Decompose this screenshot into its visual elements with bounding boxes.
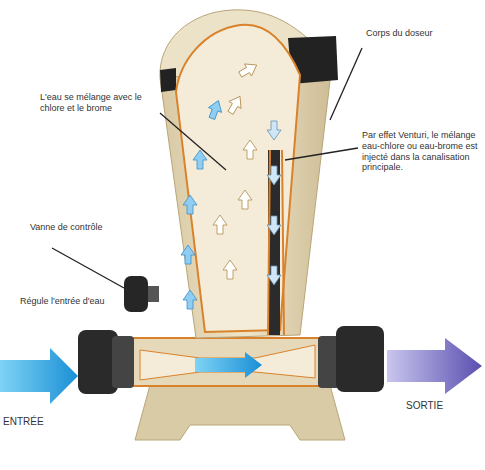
base	[135, 385, 345, 440]
control-valve	[124, 276, 148, 312]
callout-label: L'eau se mélange avec le chlore et le br…	[40, 92, 160, 114]
lid-band	[160, 68, 176, 92]
callout-label: Par effet Venturi, le mélange eau-chlore…	[362, 130, 482, 173]
leader-line	[160, 113, 226, 170]
callout-label: Vanne de contrôle	[30, 222, 140, 233]
leader-line	[330, 48, 362, 120]
leader-line	[52, 248, 124, 288]
callout-label: ENTRÉE	[3, 416, 83, 428]
inlet-arrow	[0, 348, 78, 404]
pipe	[125, 338, 325, 386]
union-nut	[112, 336, 134, 388]
outlet-arrow	[387, 338, 482, 394]
union-nut	[336, 326, 384, 392]
venturi	[140, 345, 315, 380]
venturi-arrow	[195, 352, 262, 378]
callout-label: SORTIE	[406, 400, 476, 412]
callout-label: Corps du doseur	[366, 28, 481, 39]
callout-label: Régule l'entrée d'eau	[20, 296, 140, 307]
leader-line	[285, 148, 358, 160]
